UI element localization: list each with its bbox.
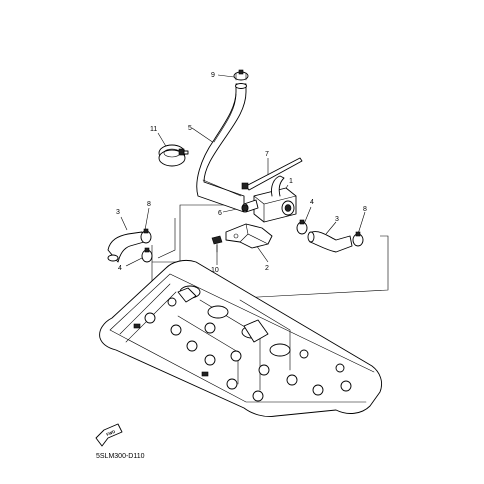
callout-5: 5 [188,125,192,132]
callout-3-left: 3 [116,209,120,216]
callout-2: 2 [265,265,269,272]
callout-numbers: 1 2 3 3 4 4 5 6 7 8 8 9 10 11 [116,72,367,274]
cable-tie-7 [241,157,303,191]
callout-4-right: 4 [310,199,314,206]
callout-4-left: 4 [118,265,122,272]
clamp-8-left [140,228,152,244]
callout-9: 9 [211,72,215,79]
hose-3-left [107,231,145,263]
clamp-11 [158,144,189,167]
hose-5 [196,83,247,213]
callout-11: 11 [150,126,157,133]
callout-7: 7 [265,151,269,158]
callout-10: 10 [211,267,219,274]
callout-3-right: 3 [335,216,339,223]
diagram-code: 5SLM300-D110 [96,453,145,460]
forward-arrow-icon: FWD [95,423,123,447]
callout-8-right: 8 [363,206,367,213]
callout-1: 1 [289,178,293,185]
cylinder-head-cover [99,259,383,417]
clamp-9 [233,69,249,81]
bracket-2 [225,223,273,249]
forward-label: FWD [106,429,116,437]
clamp-8-right [352,231,364,247]
screw-6 [241,204,249,212]
callout-6: 6 [218,210,222,217]
callout-8-left: 8 [147,201,151,208]
clamp-4-right [296,219,308,235]
valve-1 [241,175,297,223]
hose-3-right [307,231,353,253]
clamp-4-left [141,247,153,263]
bolt-10 [211,235,223,253]
